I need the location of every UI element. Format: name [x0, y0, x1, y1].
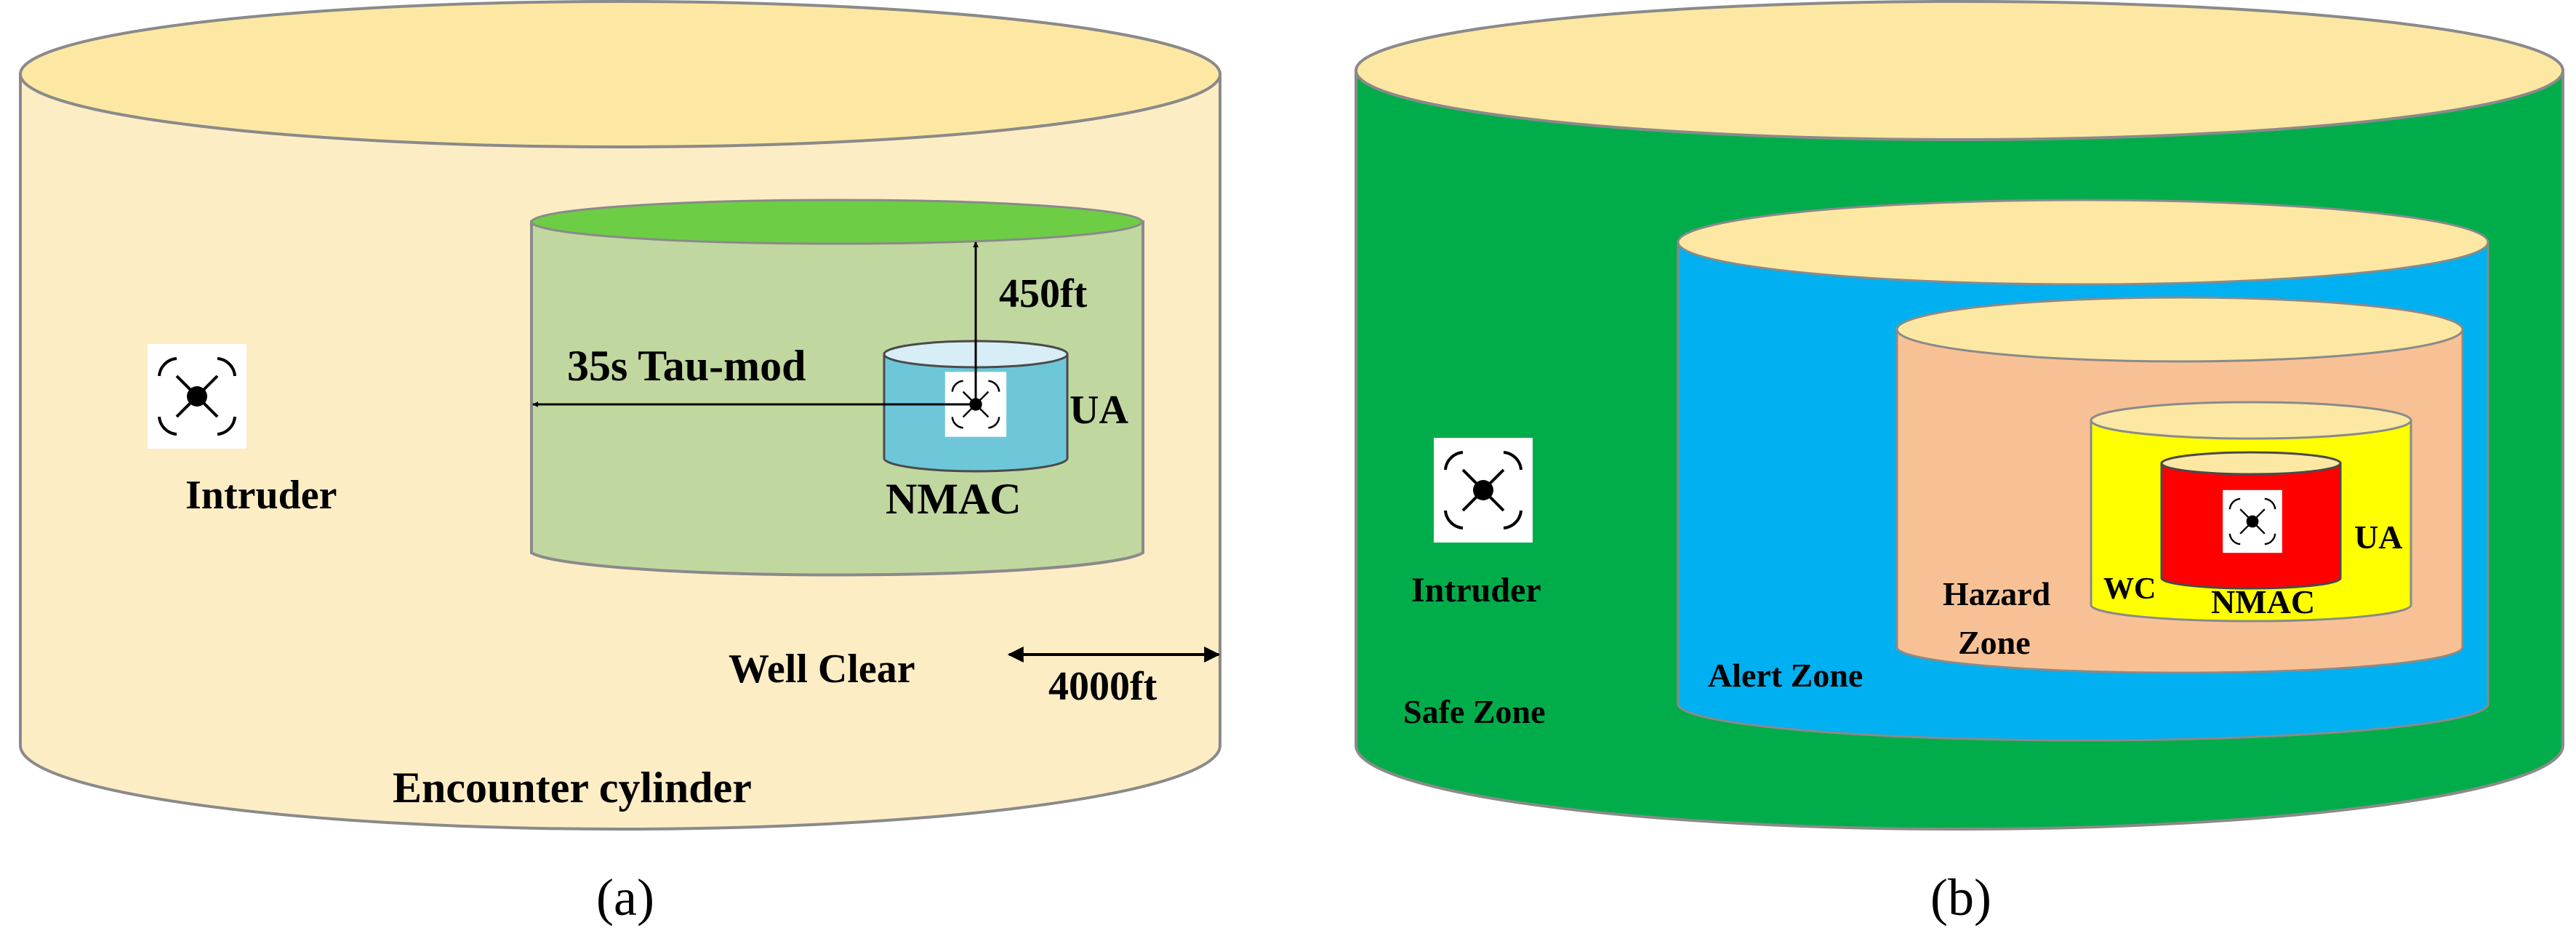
panel-b: Intruder Safe Zone Alert Zone Hazard Zon… [1355, 0, 2564, 927]
label-tau-mod: 35s Tau-mod [567, 342, 806, 390]
label-encounter-cylinder: Encounter cylinder [393, 764, 752, 812]
well-clear-cylinder [530, 199, 1144, 577]
label-nmac-a: NMAC [886, 475, 1022, 523]
label-nmac-b: NMAC [2211, 583, 2315, 620]
label-wc: WC [2103, 572, 2156, 606]
drone-icon [1432, 436, 1534, 544]
drone-icon [2221, 489, 2284, 554]
label-intruder-b: Intruder [1411, 571, 1541, 609]
label-intruder-a: Intruder [185, 473, 337, 518]
label-well-clear: Well Clear [729, 647, 915, 692]
label-safe-zone: Safe Zone [1403, 693, 1546, 730]
drone-icon [146, 343, 248, 450]
label-distance-4000: 4000ft [1048, 664, 1157, 709]
label-height-450: 450ft [999, 271, 1088, 316]
panel-a: 450ft 35s Tau-mod UA NMAC Intruder Well … [19, 0, 1221, 927]
caption-b: (b) [1930, 868, 1991, 927]
label-hazard-line1: Hazard [1943, 575, 2051, 612]
caption-a: (a) [596, 868, 654, 927]
label-hazard-line2: Zone [1958, 624, 2031, 661]
label-ua-b: UA [2354, 519, 2402, 556]
label-ua-a: UA [1070, 388, 1128, 433]
label-alert-zone: Alert Zone [1708, 657, 1863, 694]
